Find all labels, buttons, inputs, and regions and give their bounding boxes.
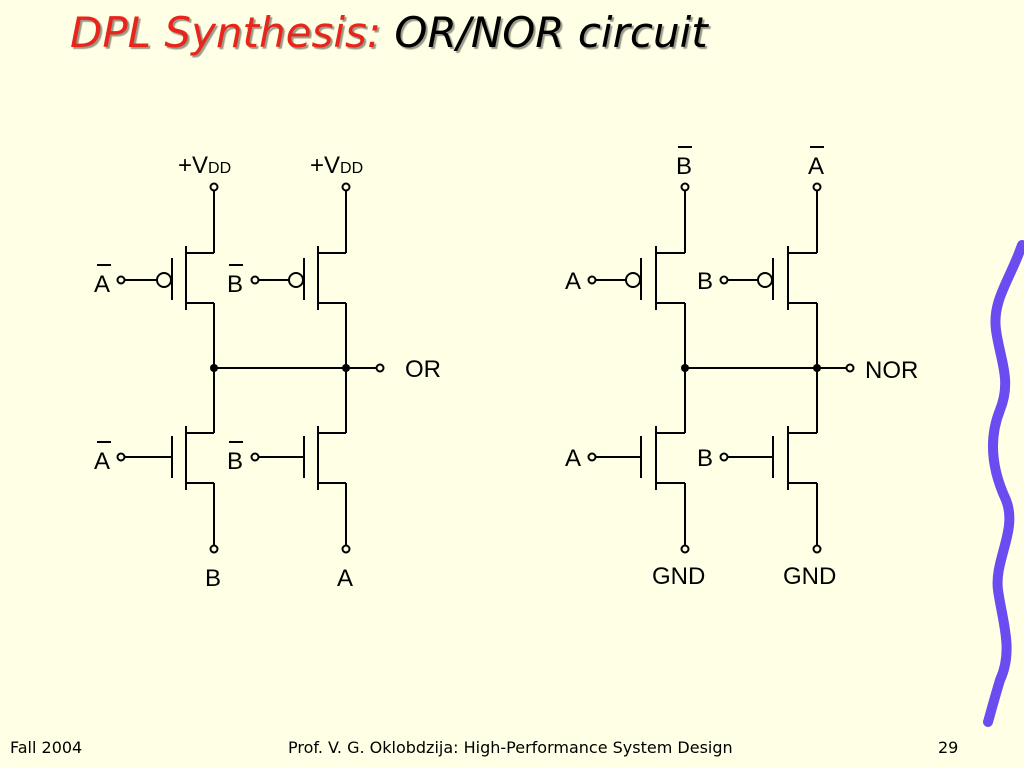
or-nmos-left-gate-label: A [94, 448, 110, 475]
or-circuit [97, 182, 385, 554]
or-output-label: OR [405, 356, 441, 383]
or-vdd-right-label: +VDD [310, 152, 363, 179]
or-nmos-right-gate-label: B [227, 448, 243, 475]
or-vdd-left-label: +VDD [178, 152, 231, 179]
nor-pmos-left-gate-label: A [565, 268, 581, 295]
or-pmos-left-gate-label: A [94, 271, 110, 298]
footer-left: Fall 2004 [10, 738, 83, 757]
decorative-squiggle [983, 240, 1024, 727]
or-pmos-right-gate-label: B [227, 271, 243, 298]
or-bottom-right-label: A [337, 565, 353, 592]
footer-center: Prof. V. G. Oklobdzija: High-Performance… [288, 738, 733, 757]
or-bottom-left-label: B [205, 565, 221, 592]
slide-title: DPL Synthesis: OR/NOR circuit [70, 8, 708, 57]
nor-bottom-right-label: GND [783, 563, 836, 590]
nor-nmos-left-gate-label: A [565, 445, 581, 472]
nor-pmos-right-gate-label: B [697, 268, 713, 295]
title-part2: OR/NOR circuit [394, 8, 708, 57]
title-part1: DPL Synthesis: [70, 8, 382, 57]
footer-page-number: 29 [938, 738, 959, 757]
nor-top-right-label: A [808, 153, 824, 180]
nor-nmos-right-gate-label: B [697, 445, 713, 472]
nor-circuit [587, 146, 855, 554]
nor-top-left-label: B [676, 153, 692, 180]
nor-output-label: NOR [865, 357, 918, 384]
nor-bottom-left-label: GND [652, 563, 705, 590]
